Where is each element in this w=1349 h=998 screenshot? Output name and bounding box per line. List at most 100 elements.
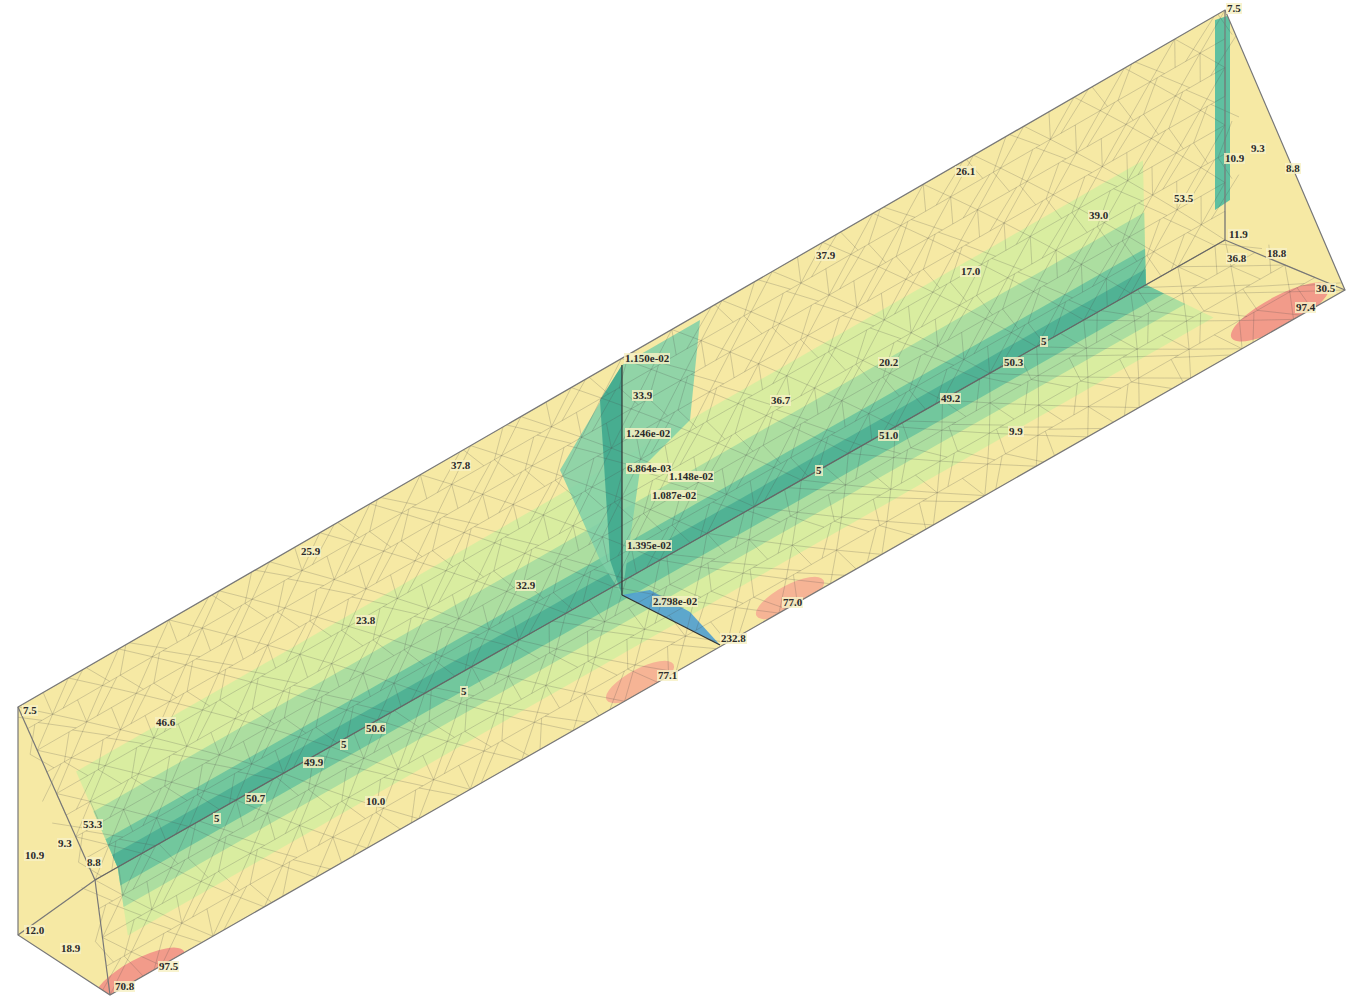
mesh-line xyxy=(679,482,698,521)
mesh-line xyxy=(332,650,356,664)
mesh-line xyxy=(277,777,299,795)
mesh-line xyxy=(252,709,274,724)
mesh-line xyxy=(232,880,257,894)
mesh-line xyxy=(229,835,264,846)
mesh-line xyxy=(736,593,761,607)
mesh-line xyxy=(53,678,69,714)
mesh-line xyxy=(1126,124,1151,138)
mesh-line xyxy=(1077,153,1103,167)
value-label: 1.246e-02 xyxy=(625,428,671,439)
mesh-line xyxy=(959,264,981,305)
mesh-line xyxy=(109,845,142,853)
mesh-line xyxy=(334,580,366,589)
mesh-line xyxy=(990,373,1039,375)
mesh-line xyxy=(87,708,112,722)
mesh-line xyxy=(121,716,146,730)
value-label: 36.8 xyxy=(1226,253,1247,264)
mesh-line xyxy=(152,909,182,923)
mesh-line xyxy=(1138,378,1139,408)
mesh-line xyxy=(170,665,186,702)
mesh-line xyxy=(1004,223,1030,236)
mesh-line xyxy=(383,808,418,818)
mesh-line xyxy=(484,751,522,760)
mesh-line xyxy=(477,581,507,592)
mesh-line xyxy=(470,543,494,557)
mesh-line xyxy=(1290,292,1294,320)
mesh-line xyxy=(1056,209,1079,251)
mesh-line xyxy=(792,545,811,564)
mesh-line xyxy=(377,513,402,527)
mesh-line xyxy=(283,654,300,691)
mesh-line xyxy=(1162,321,1187,335)
mesh-line xyxy=(163,746,187,760)
mesh-line xyxy=(53,714,87,722)
mesh-line xyxy=(502,456,533,466)
mesh-line xyxy=(484,713,497,751)
mesh-line xyxy=(1096,312,1098,342)
mesh-line xyxy=(186,665,219,673)
mesh-line xyxy=(502,709,504,741)
mesh-line xyxy=(976,379,979,411)
hot-spot xyxy=(1224,272,1336,352)
mesh-line xyxy=(1087,102,1115,146)
mesh-line xyxy=(366,551,384,589)
mesh-line xyxy=(157,782,172,818)
mesh-line xyxy=(1147,313,1149,343)
mesh-line xyxy=(342,599,349,630)
mesh-line xyxy=(794,388,815,428)
mesh-line xyxy=(955,251,982,264)
mesh-line xyxy=(394,683,425,693)
mesh-line xyxy=(291,700,315,714)
mesh-line xyxy=(229,667,265,674)
mesh-line xyxy=(1037,405,1039,435)
mesh-line xyxy=(1004,223,1006,250)
mesh-line xyxy=(354,733,364,758)
mesh-line xyxy=(219,871,240,890)
mesh-line xyxy=(951,197,978,210)
mesh-line xyxy=(288,579,324,586)
mesh-line xyxy=(394,670,418,683)
mesh-line xyxy=(653,581,677,595)
mesh-line xyxy=(919,503,926,529)
mesh-line xyxy=(887,521,933,525)
mesh-line xyxy=(316,786,349,798)
mesh-line xyxy=(444,733,461,773)
mesh-line xyxy=(1044,286,1073,298)
mesh-line xyxy=(252,599,285,608)
mesh-line xyxy=(1053,153,1076,195)
mesh-line xyxy=(1211,293,1236,307)
mesh-line xyxy=(433,508,458,522)
mesh-line xyxy=(310,590,317,621)
mesh-line xyxy=(481,743,498,783)
mesh-line xyxy=(269,562,302,571)
mesh-line xyxy=(651,369,680,380)
mesh-line xyxy=(895,271,921,314)
value-label: 39.0 xyxy=(1088,210,1109,221)
mesh-line xyxy=(434,780,471,790)
mesh-line xyxy=(172,746,187,782)
mesh-line xyxy=(1162,335,1189,349)
mesh-line xyxy=(497,713,535,722)
mesh-line xyxy=(942,417,966,431)
mesh-line xyxy=(1059,264,1082,305)
mesh-line xyxy=(1201,183,1225,225)
mesh-line xyxy=(207,909,213,936)
mesh-line xyxy=(425,693,460,703)
mesh-line xyxy=(300,640,324,654)
mesh-line xyxy=(566,613,605,621)
mesh-line xyxy=(422,585,429,609)
mesh-line xyxy=(189,791,204,827)
value-label: 37.9 xyxy=(815,250,836,261)
mesh-line xyxy=(870,471,891,489)
mesh-line xyxy=(1200,53,1225,67)
mesh-line xyxy=(285,571,302,608)
mesh-line xyxy=(804,422,835,433)
mesh-line xyxy=(465,731,491,747)
mesh-line xyxy=(749,507,754,540)
mesh-line xyxy=(204,791,236,800)
mesh-line xyxy=(585,491,604,508)
mesh-line xyxy=(1169,128,1183,148)
mesh-line xyxy=(543,515,573,526)
mesh-line xyxy=(235,682,251,719)
mesh-line xyxy=(1231,266,1236,293)
